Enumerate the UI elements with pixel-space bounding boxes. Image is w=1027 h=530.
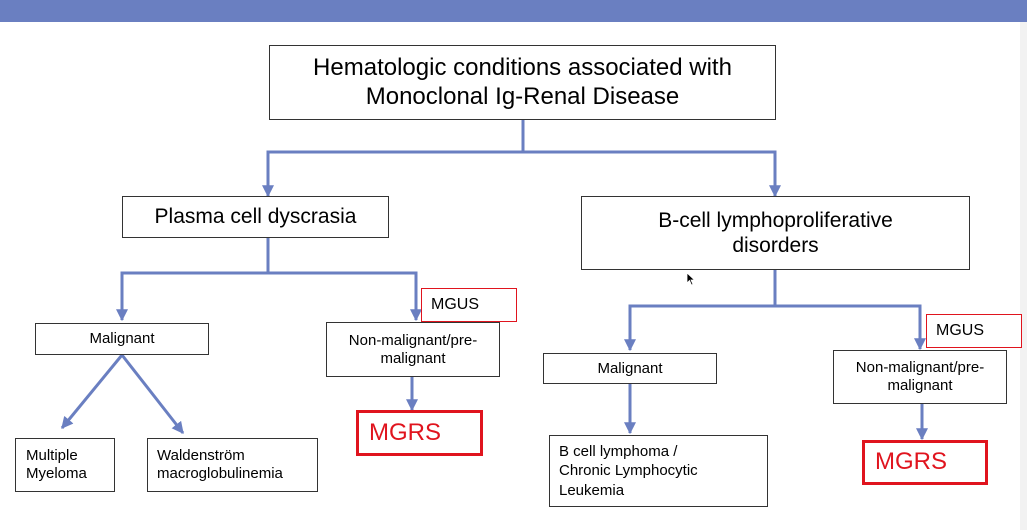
plasma-mgrs-node: MGRS [356,410,483,456]
waldenstrom-node: Waldenström macroglobulinemia [147,438,318,492]
connector-plasma-nonmalignant [268,271,422,322]
slide-header-bar [0,0,1027,22]
bcell-mgus-label: MGUS [926,314,1022,348]
bcell-nonmalignant-node: Non-malignant/pre- malignant [833,350,1007,404]
plasma-cell-dyscrasia-node: Plasma cell dyscrasia [122,196,389,238]
b-cell-lymphoma-node: B cell lymphoma / Chronic Lymphocytic Le… [549,435,768,507]
scrollbar-track[interactable] [1020,22,1027,530]
plasma-nonmalignant-node: Non-malignant/pre- malignant [326,322,500,377]
plasma-mgus-label: MGUS [421,288,517,322]
bcell-mgrs-node: MGRS [862,440,988,485]
connector-bcell-malignant [624,270,777,352]
connector-plasma-malignant [116,238,270,322]
plasma-malignant-node: Malignant [35,323,209,355]
multiple-myeloma-node: Multiple Myeloma [15,438,115,492]
connector-malignant-myeloma [60,354,124,429]
mouse-pointer-icon [686,272,696,286]
bcell-malignant-node: Malignant [543,353,717,384]
b-cell-disorders-node: B-cell lymphoproliferative disorders [581,196,970,270]
connector-root-bcell [523,150,781,198]
connector-bcell-nonmalignant [775,304,926,351]
root-node: Hematologic conditions associated with M… [269,45,776,120]
connector-root-plasma [262,120,525,198]
connector-malignant-waldenstrom [120,354,185,434]
